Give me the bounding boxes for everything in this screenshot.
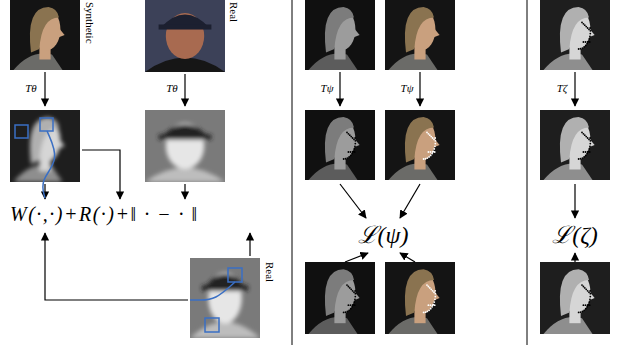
arrow [400, 184, 420, 218]
arrow [574, 253, 575, 262]
arrow [184, 184, 185, 199]
face-image [10, 0, 80, 70]
loss-formula: W(·,·)+R(·)+‖ · − · ‖ [10, 203, 199, 225]
separator [292, 0, 293, 345]
face-image [385, 262, 455, 334]
transform-label: Tψ [401, 82, 414, 94]
face-image [385, 0, 455, 70]
arrow [574, 184, 575, 218]
domain-label: Synthetic [84, 2, 96, 44]
transform-label: Tθ [166, 82, 178, 94]
arrow [339, 72, 340, 106]
face-image [305, 110, 375, 180]
arrow [249, 233, 250, 256]
face-image [190, 258, 260, 338]
transform-label: Tθ [25, 82, 37, 94]
domain-label: Real [228, 2, 240, 22]
match-curve [43, 131, 55, 198]
arrow [419, 72, 420, 106]
arrow [82, 150, 120, 199]
domain-label: Real [264, 262, 276, 282]
loss-label: ℒ(ζ) [552, 222, 598, 248]
face-image [540, 110, 610, 180]
face-image [305, 262, 375, 334]
face-image [145, 0, 225, 72]
face-image [385, 110, 455, 180]
arrow [574, 72, 575, 106]
face-image [145, 110, 225, 182]
separator [527, 0, 528, 345]
arrow [44, 72, 45, 106]
arrow [45, 233, 188, 300]
face-image [305, 0, 375, 70]
face-image [10, 110, 80, 182]
transform-label: Tψ [321, 82, 334, 94]
arrow [340, 184, 366, 218]
loss-label: ℒ(ψ) [358, 222, 409, 248]
face-image [540, 0, 610, 70]
arrow [400, 253, 415, 262]
arrow [345, 253, 368, 262]
transform-label: Tζ [557, 82, 568, 94]
arrow [184, 74, 185, 106]
face-image [540, 262, 610, 334]
match-curve [190, 282, 235, 300]
